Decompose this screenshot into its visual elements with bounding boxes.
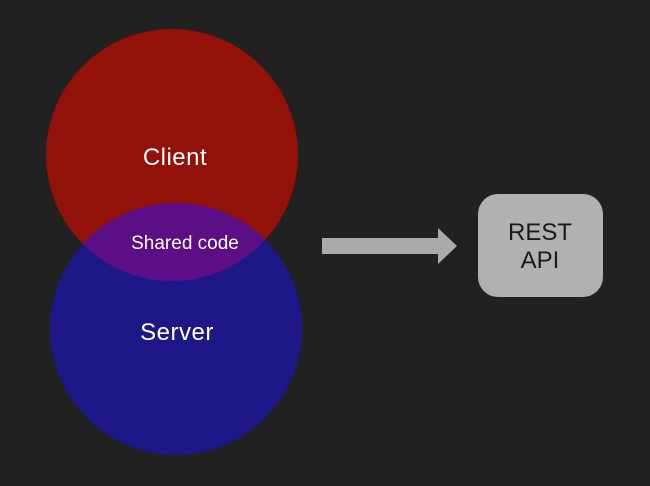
server-label: Server [140,319,214,346]
client-label: Client [143,144,207,171]
rest-api-box [478,194,603,297]
rest-api-label-line1: REST [508,219,572,246]
right-arrow-icon [322,228,457,264]
rest-api-label-line2: API [521,247,560,274]
overlap-label: Shared code [131,233,239,254]
